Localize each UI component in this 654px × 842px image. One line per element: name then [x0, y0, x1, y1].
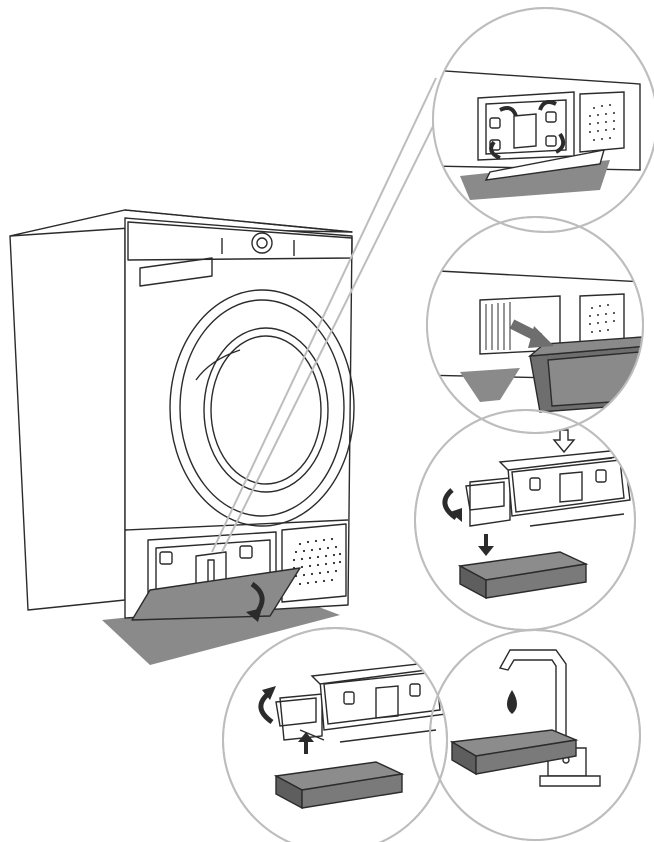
water-drop-icon: [507, 690, 517, 714]
step-rinse-filter: [449, 649, 601, 787]
step-pull-out-condenser: [427, 269, 643, 413]
door-glass: [203, 327, 329, 493]
vent-grille: [292, 537, 342, 586]
step-circles-outline: [222, 7, 654, 842]
tumble-dryer: [9, 209, 355, 665]
down-outline-arrow-icon: [552, 429, 576, 454]
rotate-arrow-icon: [258, 692, 274, 725]
rotate-arrow-icon: [442, 488, 458, 521]
program-dial[interactable]: [251, 232, 273, 254]
door-outer-ring[interactable]: [169, 289, 355, 527]
step-remove-sponge: [442, 429, 631, 600]
zoom-callout-lines: [211, 77, 451, 553]
dryer-side-panel: [9, 209, 126, 611]
step-unlock-levers: [433, 69, 641, 200]
lever-rotate-arrows: [489, 100, 566, 160]
detergent-drawer: [139, 257, 213, 287]
step-reinsert-sponge: [258, 661, 447, 810]
